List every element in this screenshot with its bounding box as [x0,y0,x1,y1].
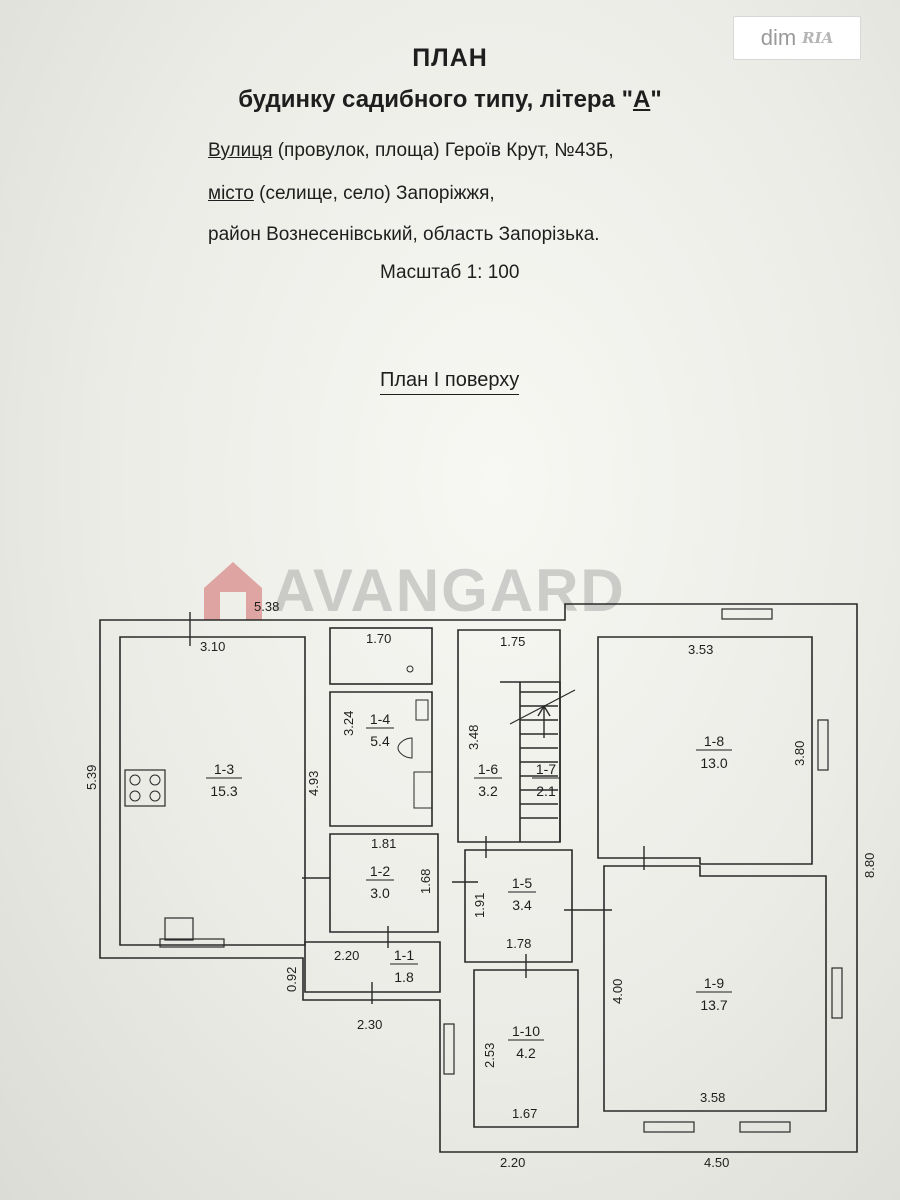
shower-icon [413,771,433,809]
room-id: 1-3 [214,761,234,777]
dim-label: 1.67 [512,1106,537,1121]
dim-label: 1.78 [506,936,531,951]
floor-title: План І поверху [380,369,520,395]
room-area: 13.7 [700,997,727,1013]
street-line: Вулиця (провулок, площа) Героїв Крут, №4… [208,140,614,162]
avangard-house-icon [204,561,262,620]
fixtures [124,665,433,941]
dim-label: 4.50 [704,1155,729,1170]
room-id: 1-4 [370,711,390,727]
room-id: 1-9 [704,975,724,991]
dim-label: 2.30 [357,1017,382,1032]
stove-burner-icon [129,774,141,786]
dimension-ticks [189,612,645,1004]
drain-icon [406,665,414,673]
dim-label: 4.00 [610,979,625,1004]
dim-label: 3.58 [700,1090,725,1105]
room-area: 1.8 [394,969,414,985]
windows [159,608,843,1133]
room-area: 5.4 [370,733,390,749]
city-label: місто [208,183,254,204]
stove-burner-icon [149,790,161,802]
room-area: 3.2 [478,783,498,799]
room-area: 3.0 [370,885,390,901]
subtitle-before: будинку садибного типу, літера " [238,86,633,113]
dim-label: 0.92 [284,967,299,992]
stove-icon [124,769,166,807]
boiler-icon [164,917,194,941]
district-line: район Вознесенівський, область Запорізьк… [208,224,600,245]
plan-subtitle: будинку садибного типу, літера "А" [0,86,900,114]
room-area: 3.4 [512,897,532,913]
room-id: 1-7 [536,761,556,777]
dim-label: 1.68 [418,869,433,894]
room-area: 13.0 [700,755,727,771]
dim-label: 5.38 [254,599,279,614]
sink-icon [415,699,429,721]
street-label: Вулиця [208,140,273,161]
ria-text: RIA [802,29,834,47]
subtitle-after: " [650,86,662,113]
room-id: 1-6 [478,761,498,777]
dim-label: 1.91 [472,893,487,918]
subtitle-letter: А [632,86,651,113]
dim-label: 2.20 [334,948,359,963]
dim-label: 3.48 [466,725,481,750]
dim-label: 1.81 [371,836,396,851]
room-id: 1-5 [512,875,532,891]
dim-label: 8.80 [862,853,877,878]
street-rest: (провулок, площа) Героїв Крут, №43Б, [272,140,614,161]
room-labels: 1-1 1.8 1-2 3.0 1-3 15.3 1-4 5.4 1-5 3.4… [206,711,732,1061]
city-rest: (селище, село) Запоріжжя, [253,183,495,204]
room-id: 1-1 [394,947,414,963]
dim-label: 2.20 [500,1155,525,1170]
dimension-labels: 5.38 3.10 1.70 1.75 3.53 3.24 3.48 3.80 … [84,599,877,1170]
plan-title: ПЛАН [412,44,488,72]
room-id: 1-10 [512,1023,540,1039]
dim-label: 4.93 [306,771,321,796]
dim-text: dim [760,25,797,50]
dim-label: 3.53 [688,642,713,657]
room-area: 15.3 [210,783,237,799]
dim-label: 3.10 [200,639,225,654]
dim-ria-watermark-logo: dim RIA [733,16,861,60]
room-area: 2.1 [536,783,556,799]
stove-burner-icon [149,774,161,786]
dim-label: 3.24 [341,711,356,736]
dim-label: 5.39 [84,765,99,790]
room-id: 1-2 [370,863,390,879]
room-id: 1-8 [704,733,724,749]
city-line: місто (селище, село) Запоріжжя, [208,183,495,205]
scale-line: Масштаб 1: 100 [380,262,520,283]
stove-burner-icon [129,790,141,802]
dim-label: 2.53 [482,1043,497,1068]
walls [99,603,858,1153]
room-area: 4.2 [516,1045,536,1061]
dim-label: 1.75 [500,634,525,649]
dim-label: 1.70 [366,631,391,646]
dim-label: 3.80 [792,741,807,766]
toilet-icon [397,737,413,759]
